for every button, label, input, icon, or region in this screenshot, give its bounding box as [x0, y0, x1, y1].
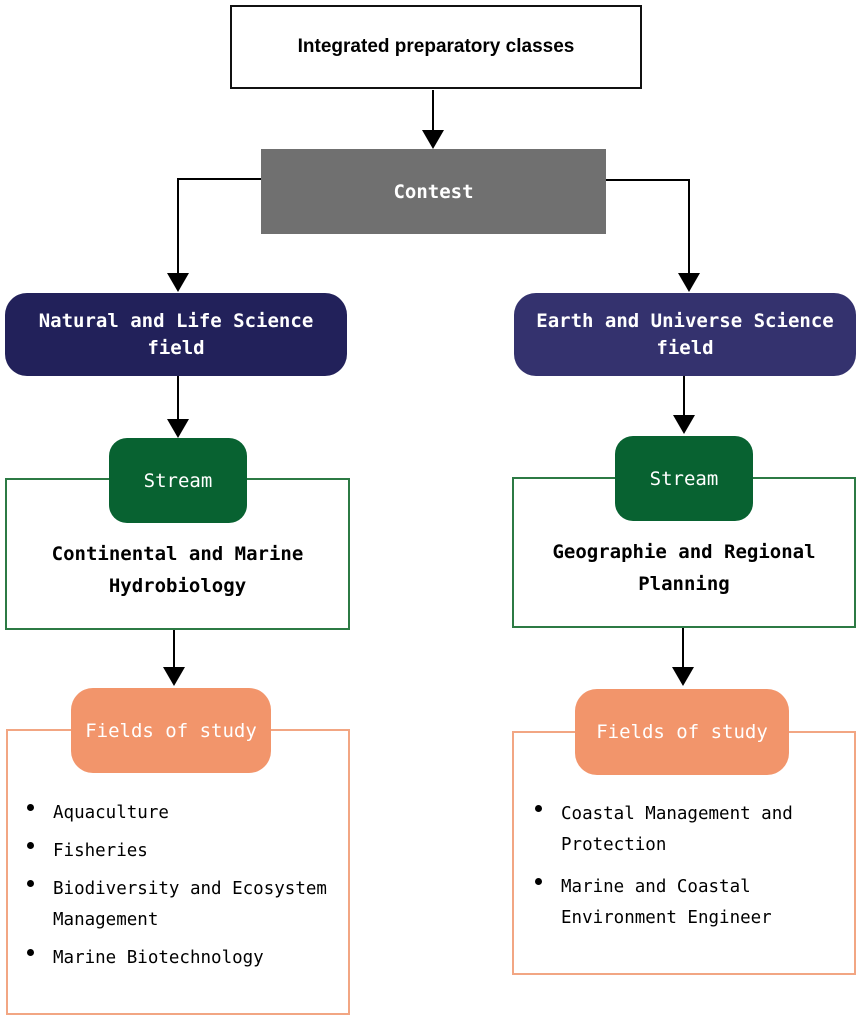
preparatory-classes-box: Integrated preparatory classes: [230, 5, 642, 89]
bullet-icon: [27, 949, 34, 956]
stream-pill-label-left: Stream: [143, 469, 213, 492]
bullet-icon: [27, 880, 34, 887]
fields-of-study-box-left: [6, 729, 350, 1015]
arrowhead-stream-right: [673, 415, 695, 434]
field-label-left: Natural and Life Science field: [38, 309, 314, 359]
list-item: Marine and Coastal Environment Engineer: [535, 872, 855, 934]
stream-box-right: Geographie and Regional Planning: [512, 477, 856, 628]
stream-box-left: Continental and Marine Hydrobiology: [5, 478, 350, 630]
list-item: Biodiversity and Ecosystem Management: [27, 874, 352, 936]
list-item: Coastal Management and Protection: [535, 799, 855, 861]
field-label-right: Earth and Universe Science field: [536, 309, 834, 359]
arrowhead-field-left: [167, 273, 189, 292]
fields-list-left: Aquaculture Fisheries Biodiversity and E…: [27, 798, 352, 981]
fields-list-right: Coastal Management and Protection Marine…: [535, 799, 855, 945]
list-item-text: Coastal Management and Protection: [561, 804, 793, 855]
bullet-icon: [27, 804, 34, 811]
arrow-contest-to-left: [177, 178, 261, 276]
fields-of-study-pill-left: Fields of study: [71, 688, 271, 773]
fields-pill-label-left: Fields of study: [85, 719, 257, 742]
list-item: Fisheries: [27, 836, 352, 867]
fields-pill-label-right: Fields of study: [596, 721, 768, 743]
list-item-text: Marine Biotechnology: [53, 948, 264, 968]
arrowhead-contest: [422, 130, 444, 149]
earth-universe-science-field-box: Earth and Universe Science field: [514, 293, 856, 376]
stream-name-right: Geographie and Regional Planning: [552, 541, 816, 595]
arrowhead-stream-left: [167, 419, 189, 438]
bullet-icon: [27, 842, 34, 849]
preparatory-classes-label: Integrated preparatory classes: [297, 36, 575, 57]
stream-pill-right: Stream: [615, 436, 753, 521]
list-item: Aquaculture: [27, 798, 352, 829]
arrowhead-fields-right: [672, 667, 694, 686]
fields-of-study-pill-right: Fields of study: [575, 689, 789, 775]
list-item-text: Aquaculture: [53, 803, 169, 823]
list-item-text: Fisheries: [53, 841, 148, 861]
arrowhead-fields-left: [163, 667, 185, 686]
bullet-icon: [535, 805, 542, 812]
stream-pill-left: Stream: [109, 438, 247, 523]
contest-box: Contest: [261, 149, 606, 234]
arrowhead-field-right: [678, 273, 700, 292]
stream-pill-label-right: Stream: [649, 467, 719, 490]
list-item: Marine Biotechnology: [27, 943, 352, 974]
natural-life-science-field-box: Natural and Life Science field: [5, 293, 347, 376]
contest-label: Contest: [393, 180, 474, 203]
stream-name-left: Continental and Marine Hydrobiology: [51, 543, 304, 597]
bullet-icon: [535, 878, 542, 885]
list-item-text: Biodiversity and Ecosystem Management: [53, 879, 327, 930]
list-item-text: Marine and Coastal Environment Engineer: [561, 877, 772, 928]
arrow-contest-to-right: [606, 179, 690, 276]
